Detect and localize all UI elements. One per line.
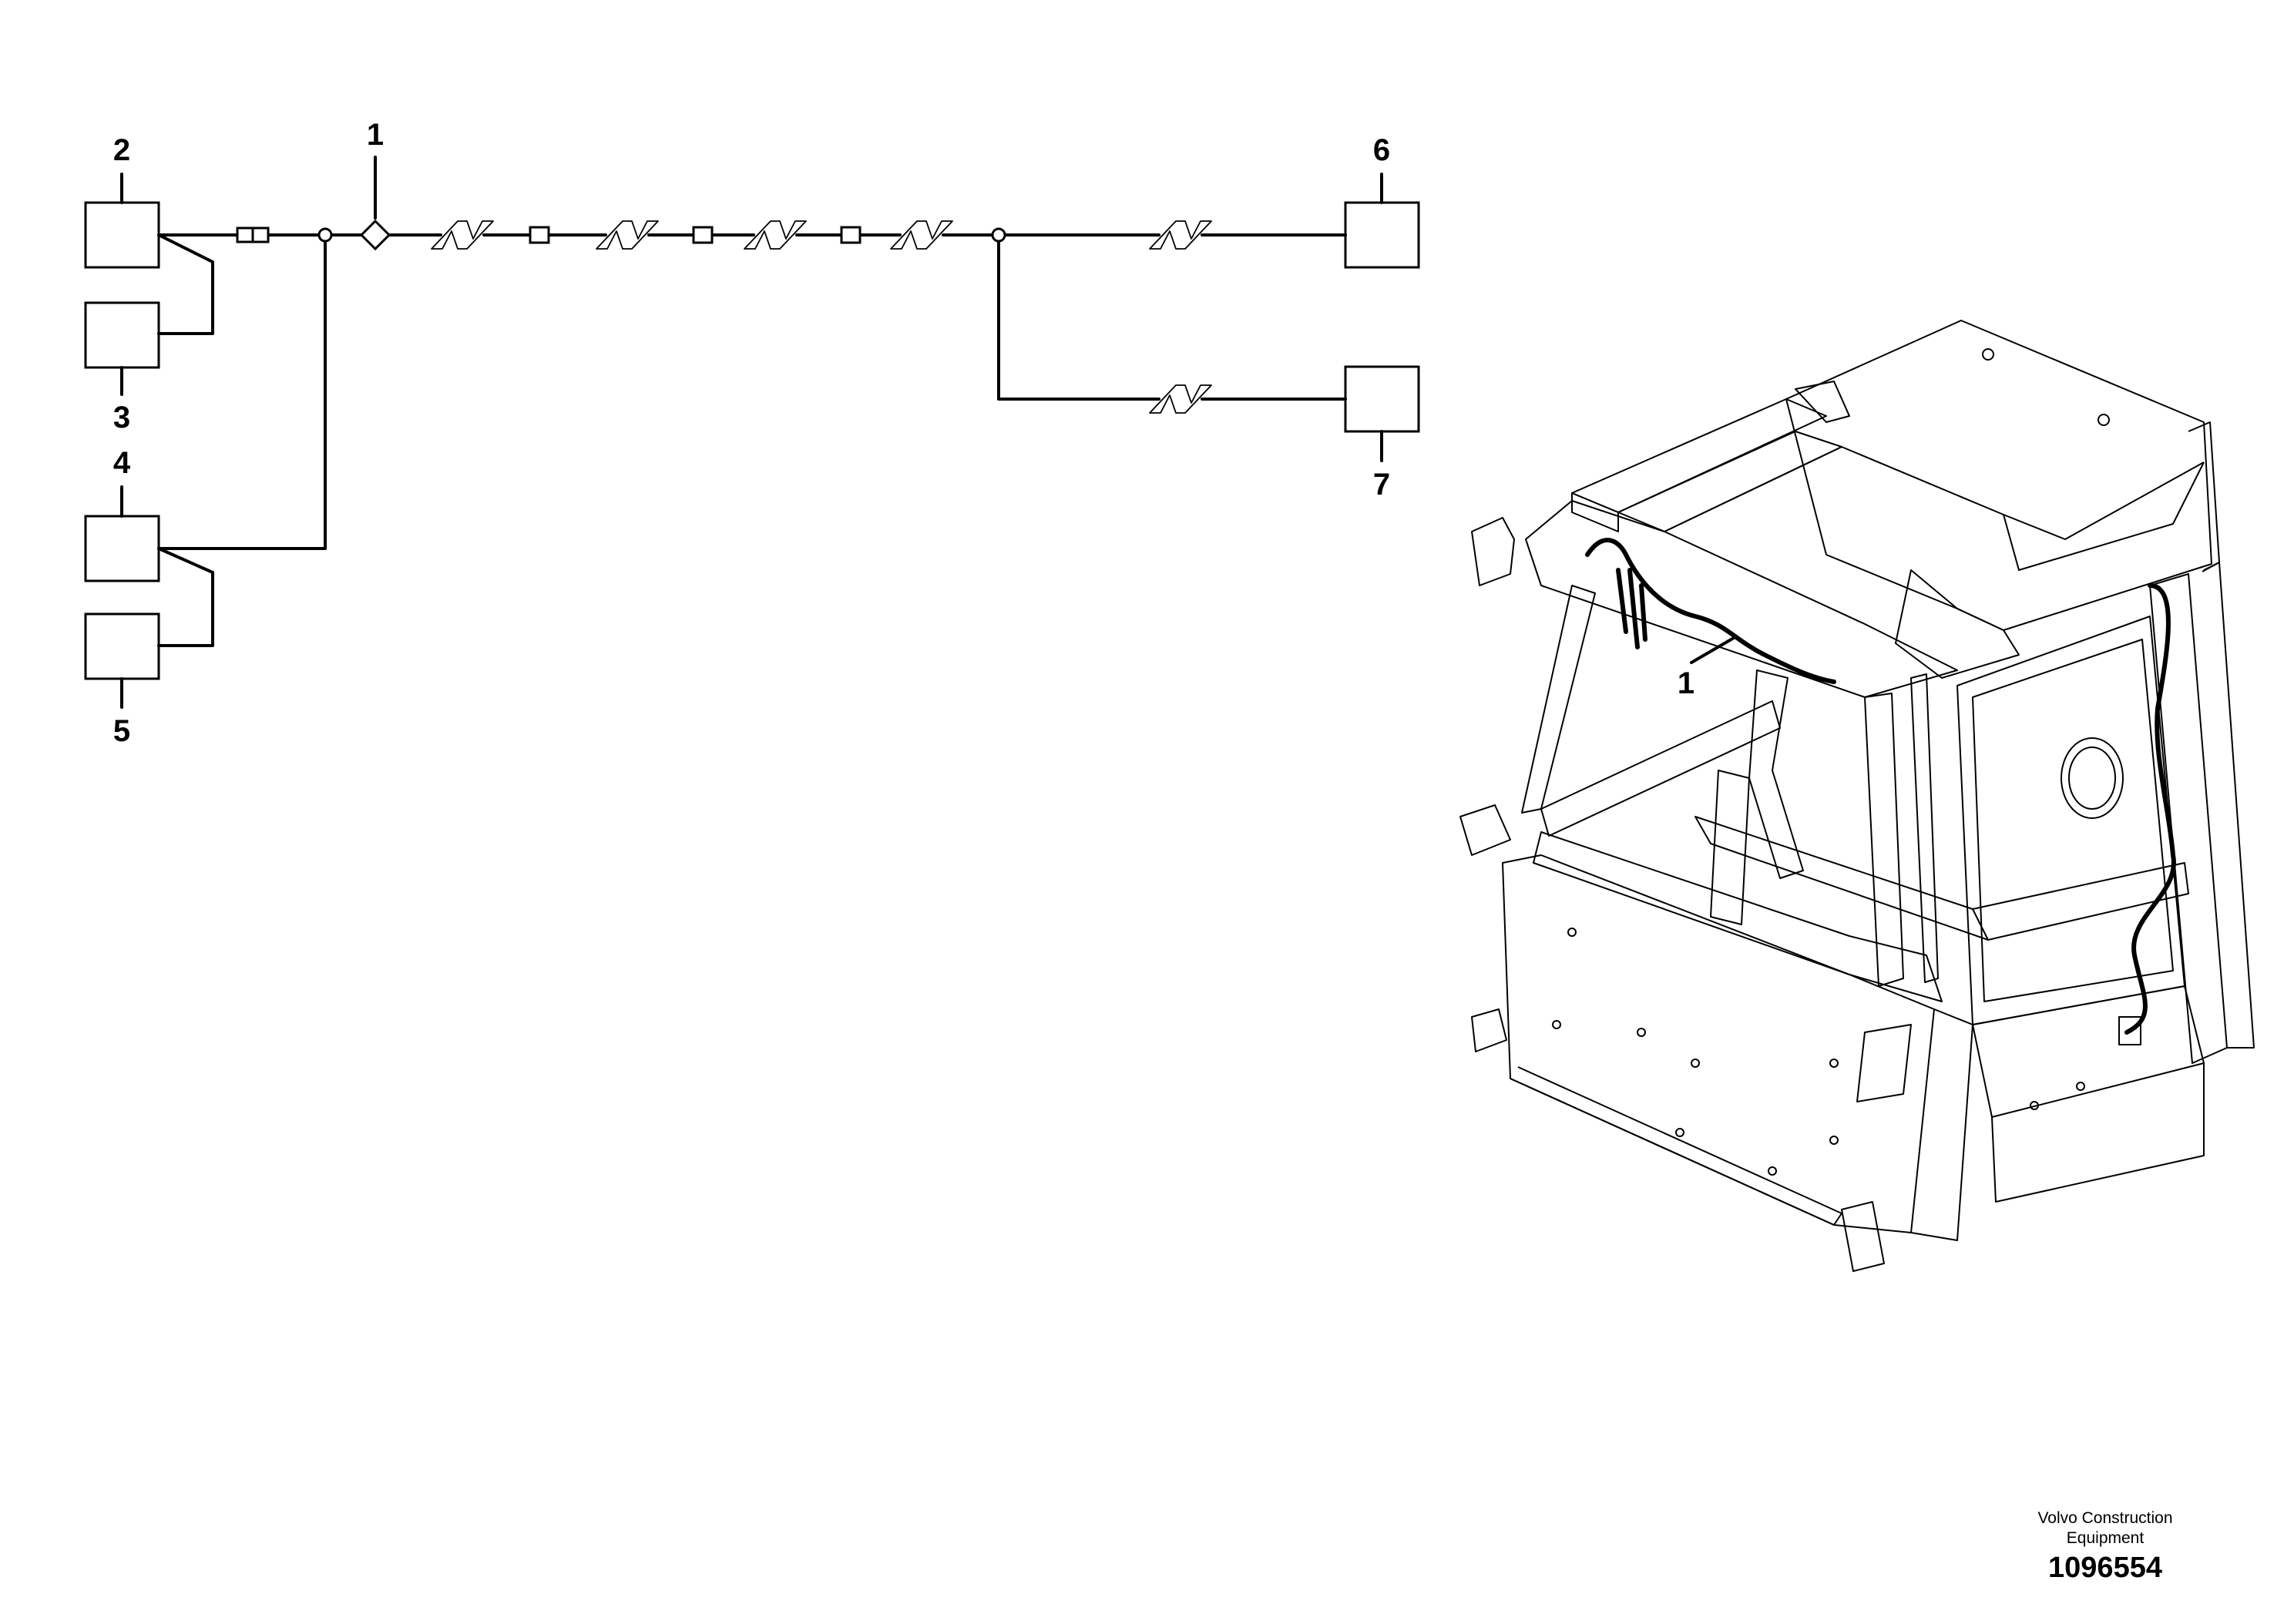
label-leaders	[120, 156, 1383, 709]
cab-rivets	[1552, 348, 2110, 1176]
cab-visor	[1525, 500, 1958, 698]
component-box-4[interactable]	[84, 515, 160, 582]
connector-pair-left	[236, 226, 254, 243]
break-symbol-6	[1149, 384, 1212, 414]
cab-roof-front-rail	[1571, 398, 1827, 513]
component-box-5[interactable]	[84, 612, 160, 680]
break-symbol-1	[431, 220, 494, 250]
cab-roof	[1785, 320, 2212, 631]
cab-harness-front	[1585, 538, 1836, 684]
break-symbol-3	[744, 220, 807, 250]
cab-pillar-front-right	[1864, 693, 1904, 987]
break-symbol-2	[596, 220, 659, 250]
component-labels: 2 3 4 5 6 7 1	[113, 118, 1390, 748]
cab-harness-rear	[2124, 583, 2176, 1035]
label-3: 3	[113, 401, 130, 435]
schematic: 2 3 4 5 6 7 1	[84, 118, 1420, 748]
cab-pillar-front-left	[1521, 585, 1596, 814]
break-symbol-5	[1149, 220, 1212, 250]
cab-illustration: 1	[1459, 320, 2255, 1272]
wires	[157, 233, 1347, 647]
cab-callout-leader	[1690, 636, 1735, 664]
cab-rear-lower-panel	[1972, 985, 2205, 1118]
label-6: 6	[1373, 133, 1390, 167]
drawing-footer: Volvo Construction Equipment 1096554	[1982, 1508, 2229, 1585]
component-box-7[interactable]	[1344, 365, 1420, 433]
component-box-6[interactable]	[1344, 201, 1420, 269]
harness-plug	[2118, 1016, 2141, 1045]
component-box-2[interactable]	[84, 201, 160, 269]
splice-point	[317, 227, 333, 243]
cab-mid-rail	[1540, 700, 1781, 837]
component-box-3[interactable]	[84, 301, 160, 369]
label-5: 5	[113, 714, 130, 748]
connector-b	[692, 226, 714, 244]
inline-connectors	[236, 219, 1006, 251]
label-1: 1	[367, 118, 384, 152]
harness-diamond-marker	[359, 219, 391, 251]
connector-c	[840, 226, 862, 244]
break-symbol-4	[890, 220, 953, 250]
cab-rear-round-port	[2061, 737, 2124, 819]
connector-pair-right	[251, 226, 270, 243]
company-name-line1: Volvo Construction	[2037, 1509, 2173, 1527]
part-number: 1096554	[2048, 1552, 2162, 1584]
company-name-line2: Equipment	[2066, 1529, 2145, 1547]
label-2: 2	[113, 133, 130, 167]
cab-side-bracket	[1471, 517, 1515, 586]
cab-callout-label: 1	[1678, 666, 1694, 700]
branch-splice-point	[991, 227, 1006, 243]
label-7: 7	[1373, 468, 1390, 502]
cab-front-lower-panel	[1502, 854, 1935, 1233]
cab-rear-wall	[1956, 616, 2185, 1025]
connector-a	[529, 226, 550, 244]
break-symbols	[431, 220, 1212, 414]
cab-center-post	[1748, 669, 1804, 879]
label-4: 4	[113, 446, 131, 480]
